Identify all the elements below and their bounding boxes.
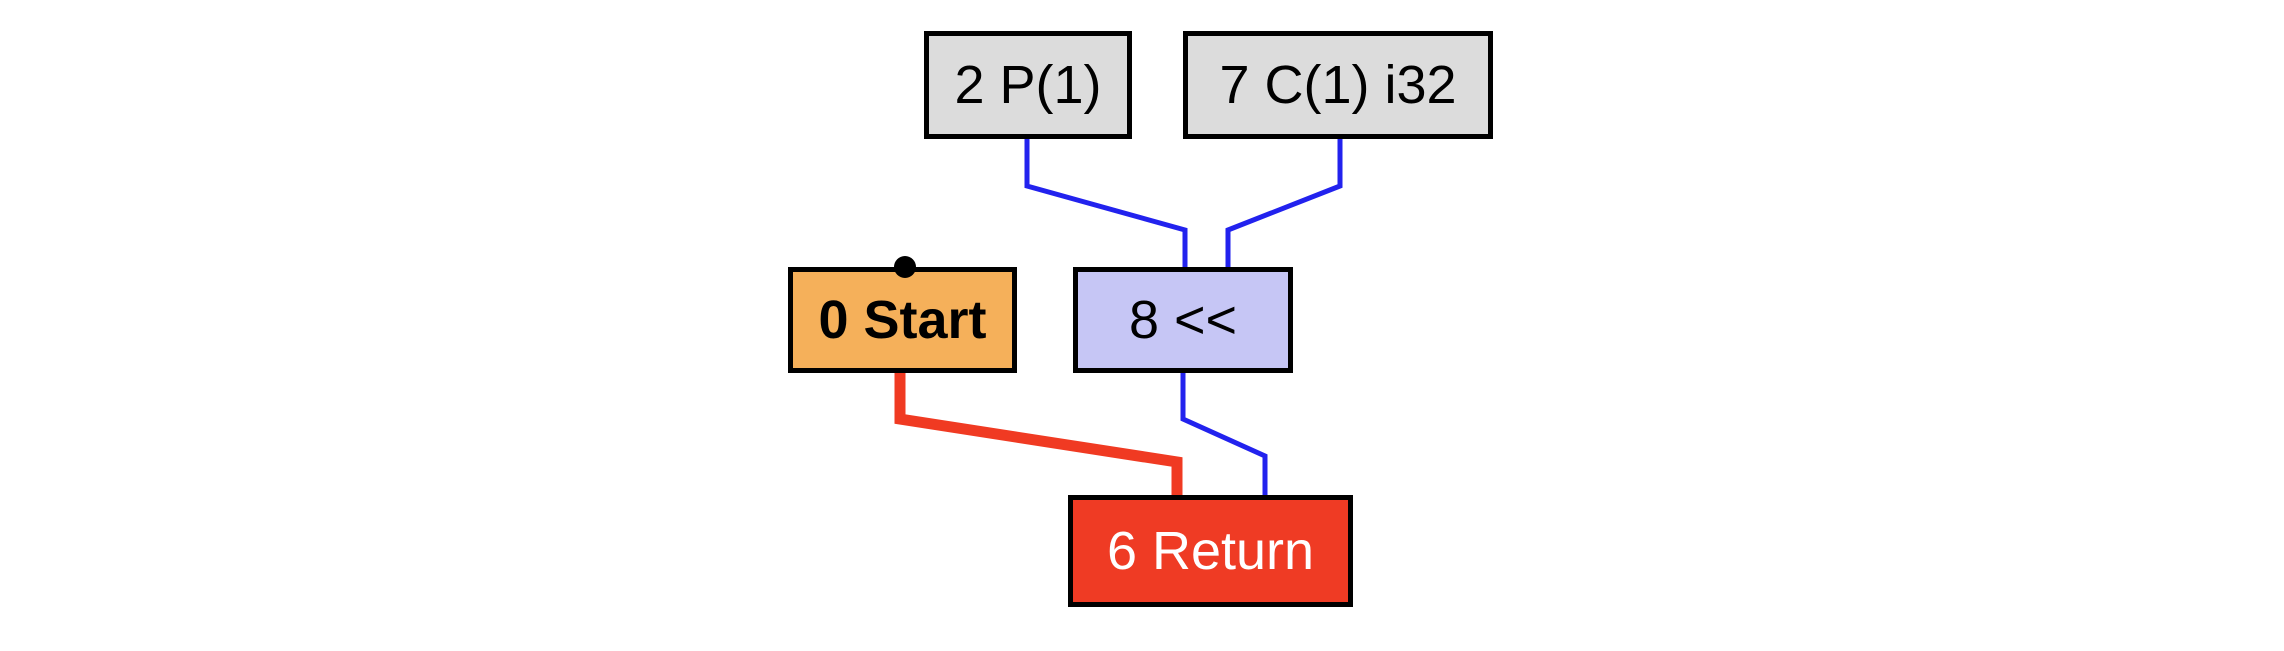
node-p1[interactable]: 2 P(1): [924, 31, 1132, 139]
node-start-label: 0 Start: [818, 290, 987, 350]
node-start[interactable]: 0 Start: [788, 267, 1017, 373]
node-return-label: 6 Return: [1106, 521, 1315, 581]
node-shift-label: 8 <<: [1128, 290, 1238, 350]
node-c1-label: 7 C(1) i32: [1219, 55, 1457, 115]
node-c1[interactable]: 7 C(1) i32: [1183, 31, 1493, 139]
node-p1-label: 2 P(1): [954, 55, 1102, 115]
node-return[interactable]: 6 Return: [1068, 495, 1353, 607]
edge-p1-to-shift[interactable]: [1024, 139, 1188, 267]
edge-start-to-return[interactable]: [894, 373, 1183, 495]
entry-dot-icon: [894, 256, 916, 278]
edge-shift-to-return[interactable]: [1180, 373, 1268, 495]
edge-c1-to-shift[interactable]: [1225, 139, 1343, 267]
node-shift[interactable]: 8 <<: [1073, 267, 1293, 373]
